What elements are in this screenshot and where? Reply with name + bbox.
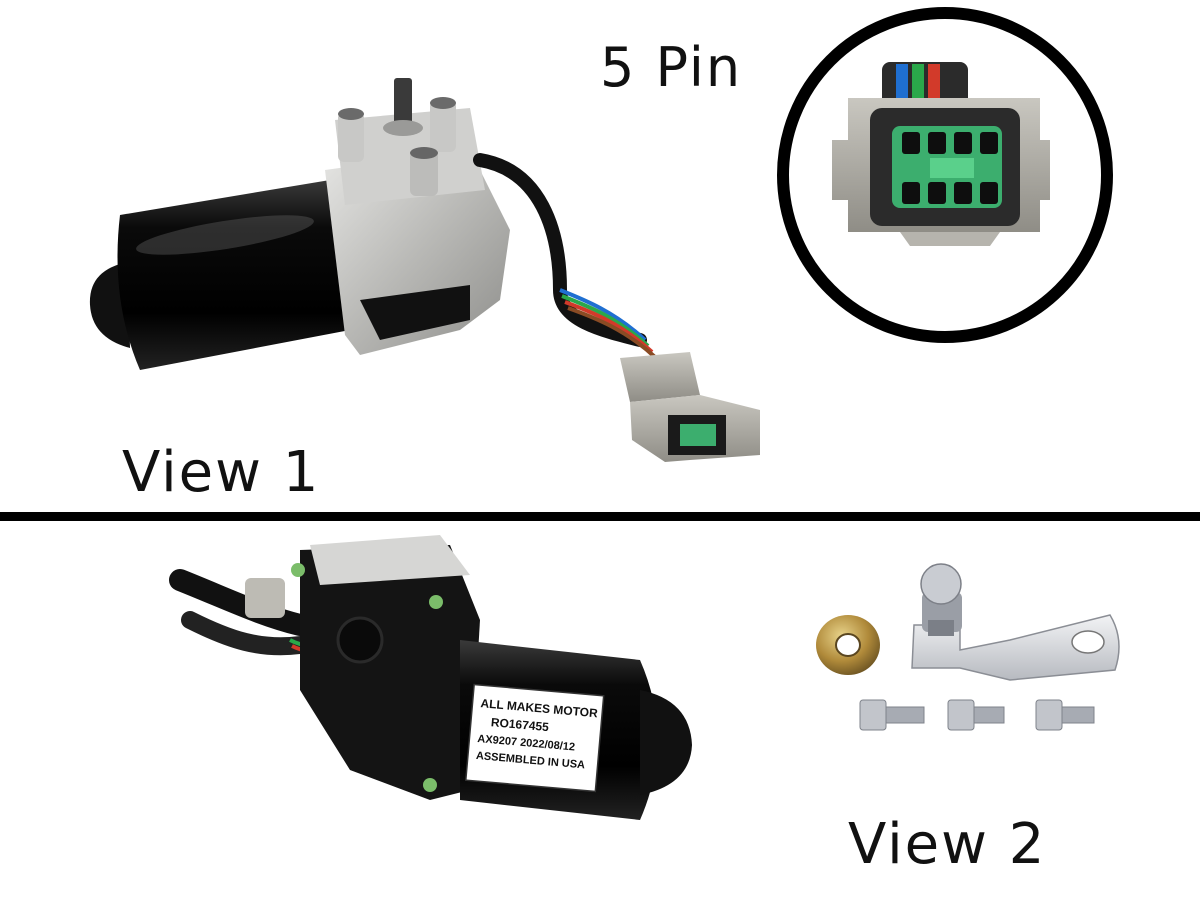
section-divider	[0, 512, 1200, 521]
wire-harness	[473, 153, 647, 347]
screw-icon	[1035, 699, 1095, 731]
connector-insert	[680, 424, 716, 446]
connector-inset	[777, 7, 1113, 343]
gear-hub	[336, 616, 384, 664]
view-1-caption: View 1	[122, 440, 321, 505]
pin-sockets	[902, 132, 998, 204]
screw-icon	[291, 563, 305, 577]
motor-body	[117, 180, 350, 370]
motor-view-2: ALL MAKES MOTOR RO167455 AX9207 2022/08/…	[169, 535, 692, 820]
connector-caption: 5 Pin	[600, 36, 743, 99]
screw-icon	[859, 699, 925, 731]
screw-icon	[429, 595, 443, 609]
mount-post	[338, 112, 364, 162]
mount-post	[430, 100, 456, 152]
wire-harness	[169, 569, 311, 636]
motor-end-cap	[640, 690, 692, 795]
label-sticker	[464, 683, 605, 793]
motor-view-1	[89, 78, 760, 462]
nut-icon	[816, 615, 880, 675]
view-2-caption: View 2	[848, 812, 1047, 877]
mount-post	[410, 150, 438, 196]
motor-label: ALL MAKES MOTOR RO167455 AX9207 2022/08/…	[464, 683, 605, 793]
bracket-icon	[911, 563, 1120, 681]
connector-plug	[620, 352, 760, 462]
hardware-kit	[816, 563, 1120, 731]
output-shaft	[394, 78, 412, 126]
label-line-2: RO167455	[490, 715, 549, 734]
screw-icon	[947, 699, 1005, 731]
screw-icon	[423, 778, 437, 792]
